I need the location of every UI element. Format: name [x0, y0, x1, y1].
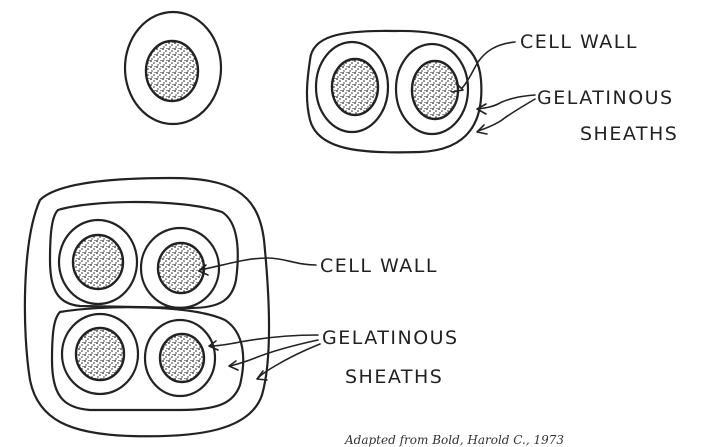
four-cell-lower-left-nucleus: [76, 328, 124, 380]
top-annotation-lines: [452, 42, 535, 134]
top-sheaths-label-line1: GELATINOUS: [537, 87, 674, 109]
bottom-sheaths-label-line2: SHEATHS: [345, 366, 443, 388]
single-cell: [125, 12, 221, 124]
bottom-sheaths-label-line1: GELATINOUS: [322, 327, 459, 349]
four-cell-colony: [25, 178, 269, 436]
top-sheaths-label-line2: SHEATHS: [580, 123, 678, 145]
two-cell-left-nucleus: [332, 59, 378, 115]
four-cell-upper-right-nucleus: [158, 243, 204, 293]
bottom-cell-wall-label: CELL WALL: [320, 255, 438, 277]
four-cell-upper-left-nucleus: [73, 235, 123, 289]
four-cell-lower-right-nucleus: [160, 334, 204, 382]
two-cell-right-nucleus: [412, 61, 458, 119]
source-credit: Adapted from Bold, Harold C., 1973: [344, 433, 564, 447]
top-cell-wall-label: CELL WALL: [520, 31, 638, 53]
single-cell-nucleus: [146, 41, 198, 101]
